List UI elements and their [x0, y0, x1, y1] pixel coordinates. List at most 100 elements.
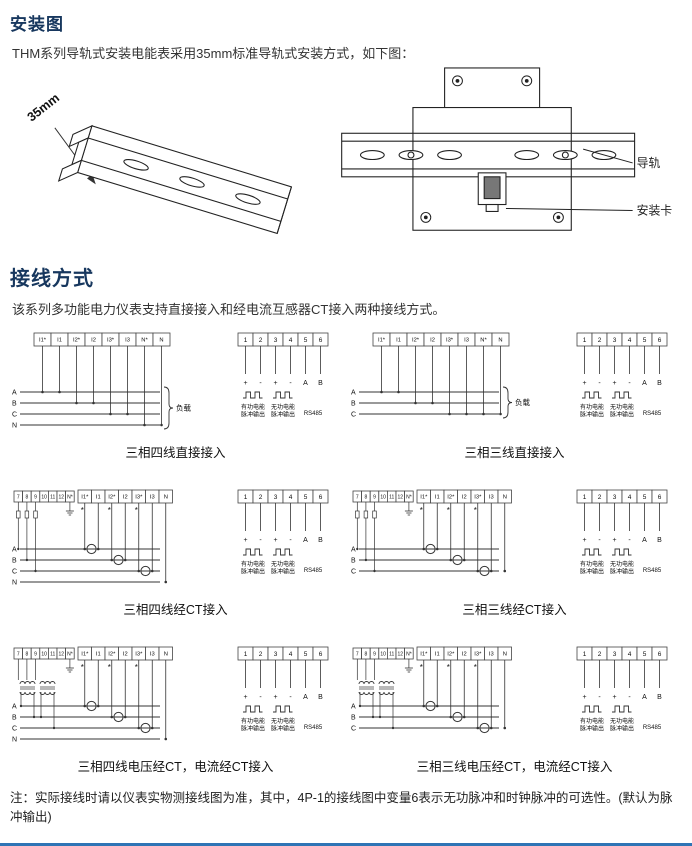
- rail-slot: [235, 193, 261, 205]
- output-label: 脉冲输出: [271, 568, 295, 576]
- rail-end-flange: [57, 159, 83, 182]
- ct-coil: [113, 554, 124, 566]
- output-terminal-label: 5: [304, 494, 308, 501]
- wiring-intro: 该系列多功能电力仪表支持直接接入和经电流互感器CT接入两种接线方式。: [12, 302, 446, 317]
- terminal-sign: -: [628, 537, 631, 544]
- phase-label: B: [351, 400, 356, 407]
- terminal-label: I2*: [108, 652, 116, 658]
- aux-terminal-label: 9: [373, 494, 376, 500]
- terminal-label: I2*: [73, 338, 81, 344]
- terminal-label: I3: [125, 338, 130, 344]
- terminal-label: I3*: [107, 338, 115, 344]
- dimension-arrow: [87, 174, 96, 185]
- aux-terminal-label: 10: [41, 494, 47, 500]
- output-terminal-label: 5: [643, 337, 647, 344]
- terminal-label: I1: [435, 495, 440, 501]
- terminal-sign: -: [289, 694, 292, 701]
- ground-symbol: [65, 659, 74, 673]
- terminal-sign: +: [612, 537, 616, 544]
- output-label: 无功电能: [271, 403, 295, 411]
- terminal-label: I1: [96, 652, 101, 658]
- phase-label: C: [12, 411, 17, 418]
- ct-coil: [452, 711, 463, 723]
- terminal-sign: -: [289, 537, 292, 544]
- output-wires: [584, 503, 660, 531]
- output-terminal-label: 5: [643, 494, 647, 501]
- polarity-star: *: [474, 506, 477, 515]
- phase-label: B: [12, 557, 17, 564]
- pulse-waveform-icon: [582, 391, 602, 399]
- aux-terminal-label: N*: [406, 494, 412, 500]
- output-label: 无功电能: [271, 717, 295, 725]
- aux-terminal-label: 11: [389, 651, 394, 657]
- aux-terminal-label: 10: [380, 651, 386, 657]
- ct-coil: [425, 543, 436, 555]
- terminal-sign: +: [273, 537, 277, 544]
- output-label: 有功电能: [580, 403, 604, 411]
- terminal-label: I2*: [108, 495, 116, 501]
- polarity-star: *: [447, 663, 450, 672]
- terminal-label: I3*: [474, 495, 482, 501]
- pt-transformer: [358, 681, 375, 719]
- output-terminal-label: 3: [613, 494, 617, 501]
- pulse-waveform-icon: [582, 705, 602, 713]
- terminal-sign: B: [318, 380, 323, 387]
- phase-label: C: [351, 411, 356, 418]
- aux-terminal-label: 9: [34, 651, 37, 657]
- terminal-sign: +: [273, 380, 277, 387]
- output-terminal-label: 2: [259, 494, 263, 501]
- leader-line: [505, 207, 633, 211]
- polarity-star: *: [135, 506, 138, 515]
- rail-mount-drawing: 导轨 安装卡: [341, 67, 672, 231]
- phase-label: B: [351, 714, 356, 721]
- wiring-caption: 三相三线电压经CT，电流经CT接入: [416, 760, 613, 774]
- din-rail-body: [57, 124, 293, 235]
- terminal-label: I1: [396, 338, 401, 344]
- terminal-sign: -: [259, 537, 262, 544]
- terminal-label: I3: [150, 652, 155, 658]
- output-terminal-label: 1: [583, 494, 587, 501]
- phase-label: B: [12, 714, 17, 721]
- output-label: 无功电能: [610, 717, 634, 725]
- pulse-waveform-icon: [582, 548, 602, 556]
- ct-coil: [452, 554, 463, 566]
- polarity-star: *: [420, 663, 423, 672]
- polarity-star: *: [474, 663, 477, 672]
- phase-label: A: [351, 703, 356, 710]
- phase-label: A: [12, 546, 17, 553]
- aux-terminal-label: 11: [50, 651, 55, 657]
- terminal-label: I3: [489, 495, 494, 501]
- aux-terminal-label: 7: [356, 651, 359, 657]
- terminal-sign: -: [289, 380, 292, 387]
- terminal-sign: -: [598, 694, 601, 701]
- pulse-waveform-icon: [243, 391, 263, 399]
- terminal-sign: +: [612, 694, 616, 701]
- terminal-label: I1*: [420, 652, 428, 658]
- terminal-label: I2: [430, 338, 435, 344]
- aux-terminal-label: 8: [365, 494, 368, 500]
- terminal-label: I2: [123, 652, 128, 658]
- terminal-label: N: [498, 338, 502, 344]
- aux-terminal-label: 12: [59, 651, 65, 657]
- output-terminal-label: 2: [598, 494, 602, 501]
- pt-transformer: [39, 681, 56, 730]
- terminal-sign: -: [628, 694, 631, 701]
- aux-terminal-label: 8: [365, 651, 368, 657]
